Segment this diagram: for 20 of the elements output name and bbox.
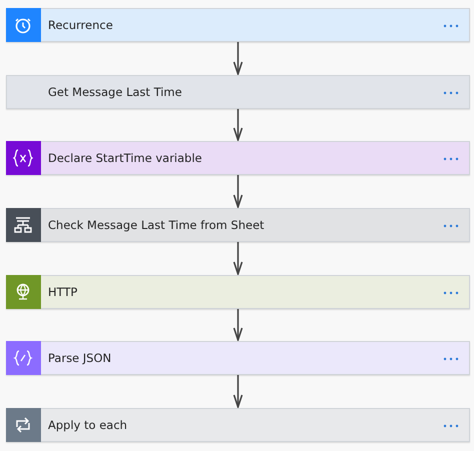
arrow: [233, 175, 243, 208]
arrow: [233, 309, 243, 341]
action-title: HTTP: [48, 285, 78, 299]
action-title: Check Message Last Time from Sheet: [48, 218, 264, 232]
action-card: [6, 408, 470, 442]
arrow: [233, 242, 243, 275]
action-card: [6, 275, 470, 309]
arrow: [233, 42, 243, 75]
action-card: [6, 75, 470, 109]
action-title: Recurrence: [48, 18, 113, 32]
arrow: [233, 109, 243, 141]
action-title: Get Message Last Time: [48, 85, 182, 99]
action-card: [6, 8, 470, 42]
action-card: [6, 208, 470, 242]
arrow: [233, 375, 243, 408]
action-title: Apply to each: [48, 418, 128, 432]
action-title: Parse JSON: [48, 351, 112, 365]
action-title: Declare StartTime variable: [48, 151, 202, 165]
action-card: [6, 141, 470, 175]
action-card: [6, 341, 470, 375]
